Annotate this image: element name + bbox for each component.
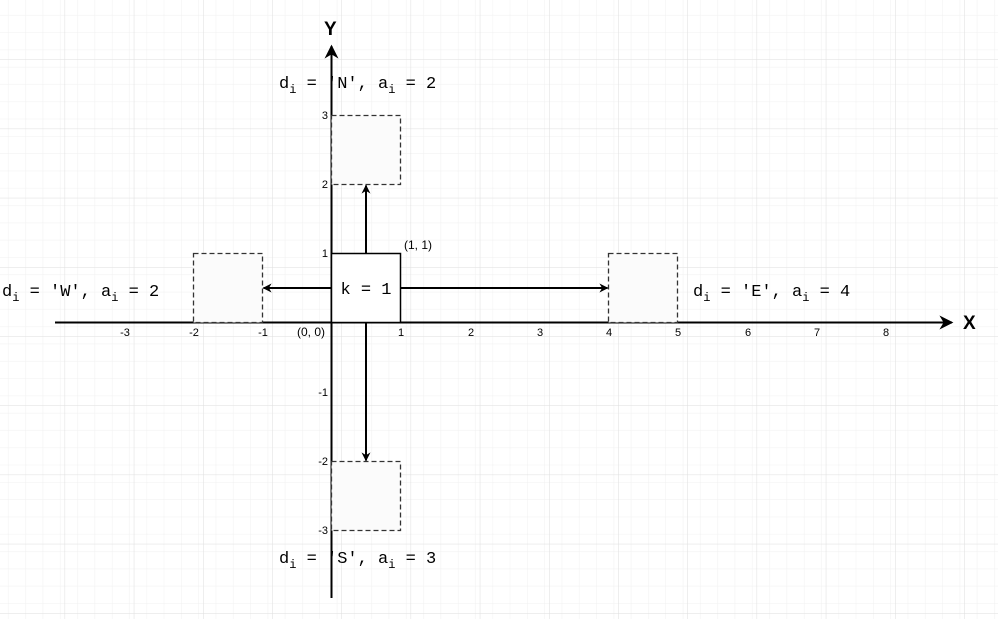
y-tick-label: 2 [322, 179, 328, 191]
east-move-label: di = 'E', ai = 4 [693, 283, 850, 305]
y-axis-label: Y [324, 19, 337, 40]
y-tick-label: -2 [318, 456, 328, 468]
x-tick-labels: -3 -2 -1 1 2 3 4 5 6 7 8 [120, 327, 889, 339]
south-move-label: di = 'S', ai = 3 [279, 550, 436, 572]
east-target-box [607, 252, 679, 324]
x-tick-label: -2 [189, 327, 199, 339]
west-move-label: di = 'W', ai = 2 [2, 283, 159, 305]
center-box-label: k = 1 [340, 281, 391, 300]
x-axis-label: X [963, 313, 976, 334]
x-tick-label: 1 [398, 327, 404, 339]
x-tick-label: 2 [468, 327, 474, 339]
north-target-box [330, 114, 402, 186]
origin-label: (0, 0) [297, 325, 325, 339]
x-tick-label: 8 [883, 327, 889, 339]
south-target-box [330, 460, 402, 532]
y-tick-label: -1 [318, 387, 328, 399]
y-tick-label: 1 [322, 248, 328, 260]
y-tick-label: -3 [318, 525, 328, 537]
x-tick-label: 4 [606, 327, 612, 339]
north-move-label: di = 'N', ai = 2 [279, 75, 436, 97]
x-tick-label: 7 [814, 327, 820, 339]
x-tick-label: 3 [537, 327, 543, 339]
y-tick-label: 3 [322, 110, 328, 122]
x-tick-label: -1 [258, 327, 268, 339]
corner-label: (1, 1) [404, 238, 432, 252]
west-target-box [192, 252, 264, 324]
x-tick-label: 5 [675, 327, 681, 339]
x-tick-label: 6 [745, 327, 751, 339]
y-tick-labels: 3 2 1 -1 -2 -3 [318, 110, 328, 537]
x-tick-label: -3 [120, 327, 130, 339]
